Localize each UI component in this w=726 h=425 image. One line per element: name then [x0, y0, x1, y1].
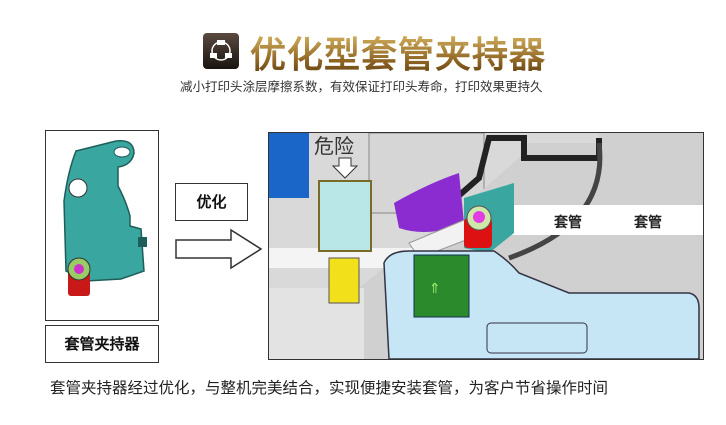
- svg-text:⇑: ⇑: [429, 281, 441, 297]
- tube-label-1: 套管: [554, 214, 582, 231]
- footer-caption: 套管夹持器经过优化，与整机完美结合，实现便捷安装套管，为客户节省操作时间: [50, 379, 609, 397]
- optimize-label: 优化: [175, 183, 248, 221]
- printer-detail-image: 套管 套管 ⇑ 危险: [268, 132, 704, 360]
- page-title: 优化型套管夹持器: [250, 26, 546, 78]
- holder-label: 套管夹持器: [45, 325, 159, 363]
- subtitle: 减小打印头涂层摩擦系数，有效保证打印头寿命，打印效果更持久: [180, 79, 543, 94]
- holder-image: [45, 130, 159, 321]
- tube-label-2: 套管: [634, 214, 662, 231]
- danger-label: 危险: [314, 134, 354, 158]
- connection-icon: [203, 33, 239, 69]
- arrow-right-icon: [173, 228, 265, 274]
